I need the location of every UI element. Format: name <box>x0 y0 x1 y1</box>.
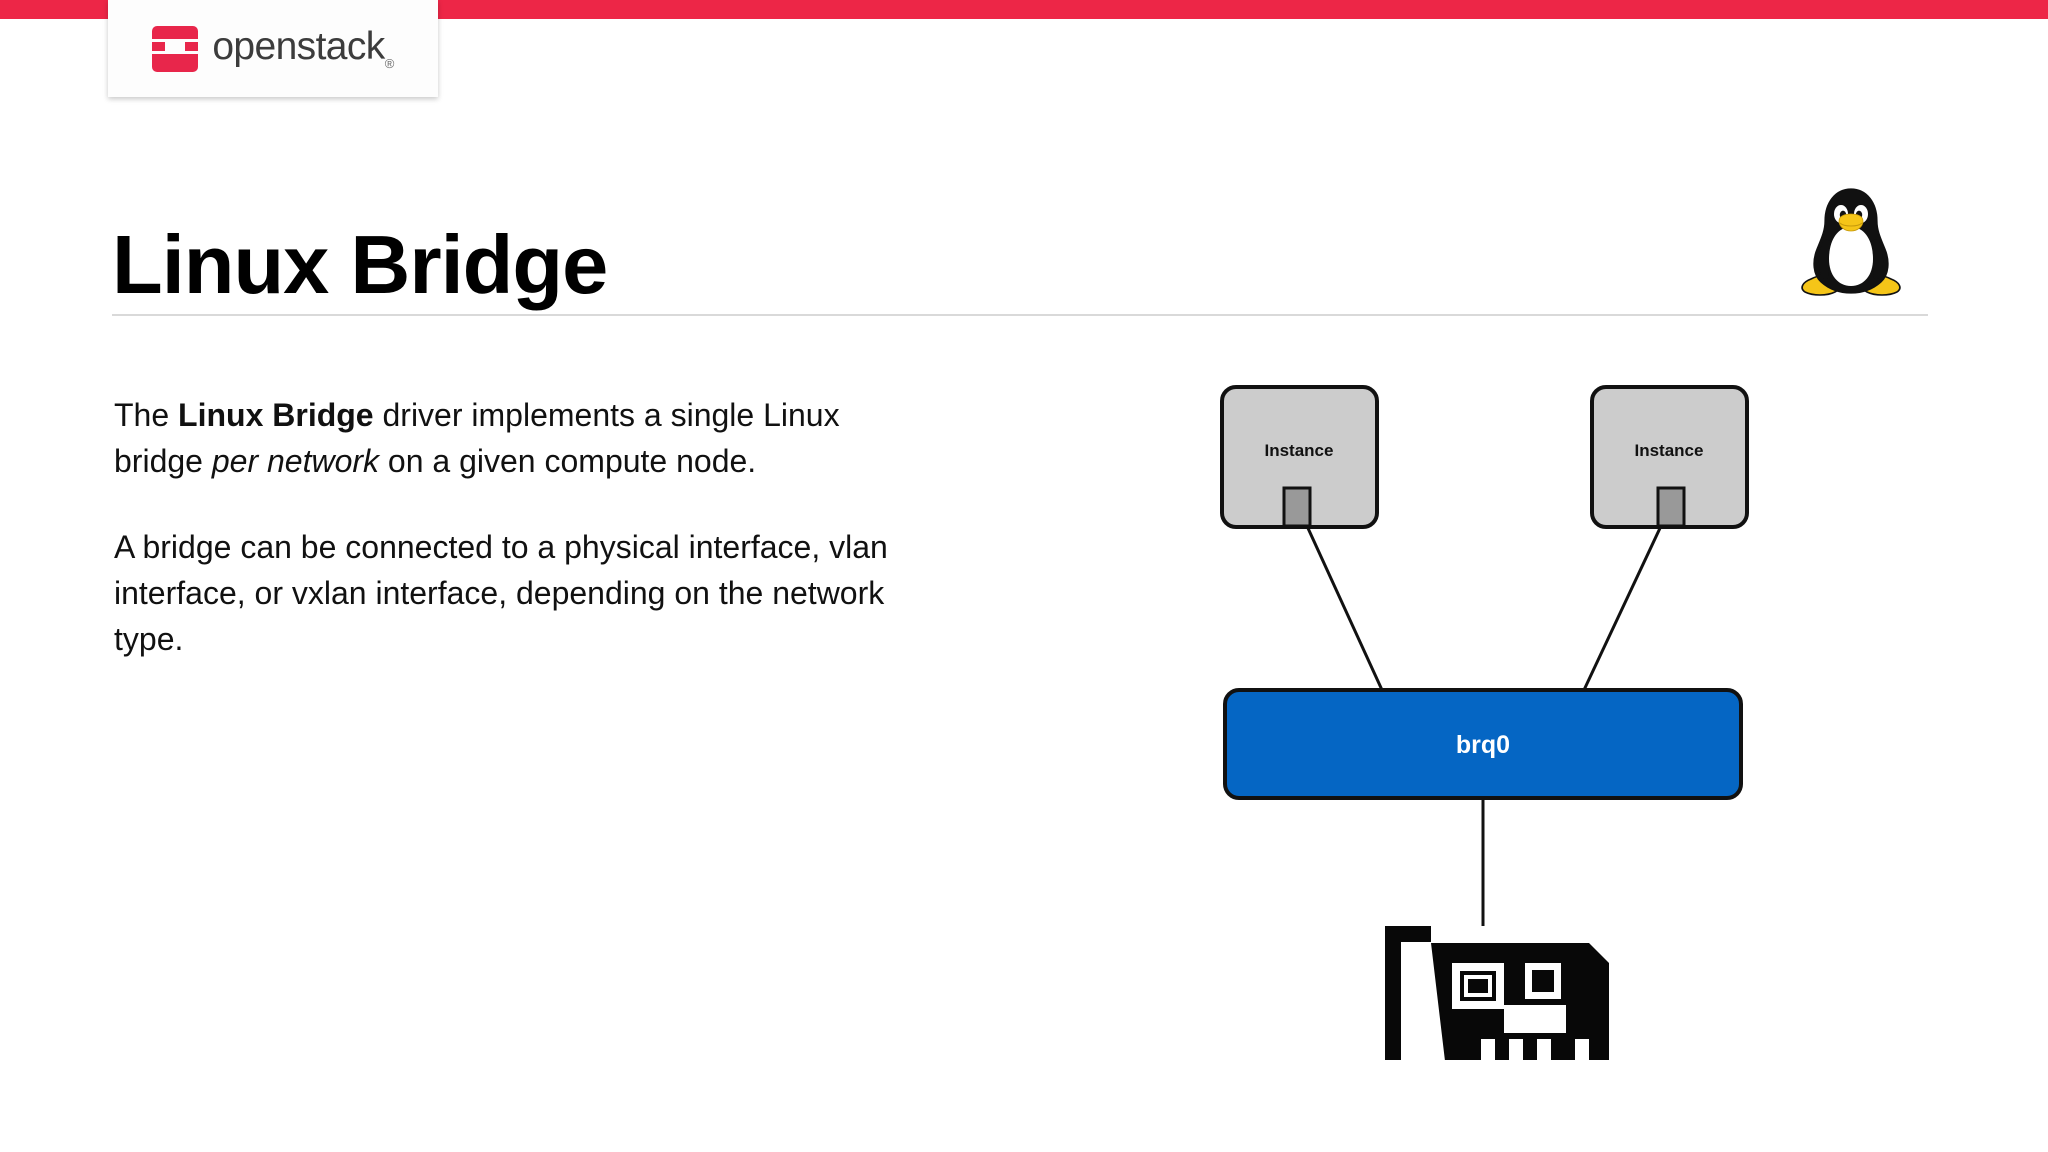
p1-bold-linux-bridge: Linux Bridge <box>178 397 374 433</box>
instance-right-label: Instance <box>1635 441 1704 460</box>
paragraph-1: The Linux Bridge driver implements a sin… <box>114 392 934 484</box>
p1-part3: on a given compute node. <box>379 443 757 479</box>
header-divider <box>112 314 1928 316</box>
paragraph-2: A bridge can be connected to a physical … <box>114 529 888 657</box>
network-interface-card-icon <box>1385 926 1609 1060</box>
instance-right-port <box>1656 486 1686 528</box>
tux-penguin-icon <box>1791 183 1911 298</box>
bridge-box-brq0[interactable]: brq0 <box>1223 688 1743 800</box>
instance-box-right[interactable]: Instance <box>1590 385 1749 529</box>
page-title: Linux Bridge <box>112 217 608 311</box>
p1-part1: The <box>114 397 179 433</box>
registered-mark: ® <box>384 55 395 71</box>
instance-left-label: Instance <box>1265 441 1334 460</box>
openstack-wordmark: openstack® <box>212 25 395 71</box>
instance-left-port <box>1282 486 1312 528</box>
openstack-logo-card: openstack® <box>108 0 438 97</box>
connector-right-instance-to-bridge <box>1582 525 1663 691</box>
bridge-box-label: brq0 <box>1456 731 1510 759</box>
p1-part2: driver implements a single Linux bridge <box>114 397 840 479</box>
top-accent-bar <box>0 0 2048 19</box>
body-copy: The Linux Bridge driver implements a sin… <box>114 392 934 702</box>
bridge-box-body <box>1223 688 1743 800</box>
connector-left-instance-to-bridge <box>1305 525 1384 691</box>
openstack-logo-mark <box>152 25 199 72</box>
linux-bridge-diagram: Instance Instance brq0 <box>1180 360 1780 1060</box>
instance-box-left[interactable]: Instance <box>1220 385 1379 529</box>
p1-italic-per-network: per network <box>211 443 380 479</box>
openstack-wordmark-text: openstack <box>212 25 385 69</box>
